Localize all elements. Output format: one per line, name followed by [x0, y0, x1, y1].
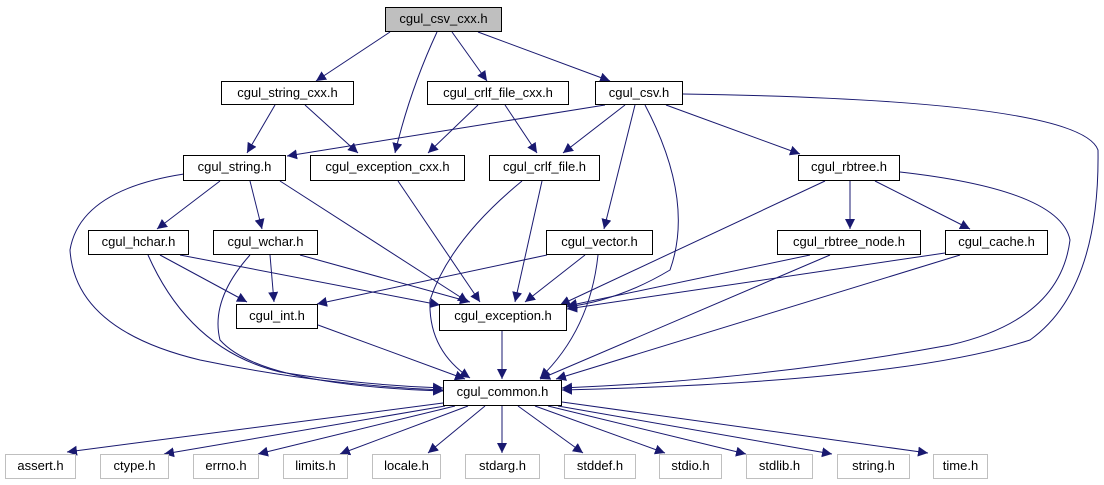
edge-common-stdio	[534, 405, 666, 455]
edge-root-exception-cxx	[392, 31, 438, 154]
edge-rbtree-node-common	[539, 254, 831, 380]
edge-crlf-file-cxx-crlf-file	[504, 104, 538, 154]
node-cgul-common[interactable]: cgul_common.h	[443, 380, 562, 406]
node-stdlib-h[interactable]: stdlib.h	[746, 454, 813, 479]
node-cgul-rbtree-node[interactable]: cgul_rbtree_node.h	[777, 230, 921, 255]
edge-csv-exception	[566, 104, 679, 311]
edge-hchar-int	[159, 254, 248, 303]
edge-hchar-exception	[179, 254, 441, 309]
edge-wchar-common	[217, 254, 444, 396]
edge-root-crlf-file-cxx	[451, 31, 488, 82]
edge-rbtree-node-exception	[566, 254, 811, 309]
edge-cache-exception	[566, 252, 946, 313]
edge-root-csv	[477, 31, 611, 83]
node-assert-h[interactable]: assert.h	[5, 454, 76, 479]
edge-crlf-file-exception	[512, 180, 543, 303]
node-cgul-rbtree[interactable]: cgul_rbtree.h	[798, 155, 900, 181]
node-cgul-crlf-file-cxx[interactable]: cgul_crlf_file_cxx.h	[427, 81, 569, 105]
node-stdio-h[interactable]: stdio.h	[659, 454, 722, 479]
node-cgul-string[interactable]: cgul_string.h	[183, 155, 286, 181]
node-cgul-crlf-file[interactable]: cgul_crlf_file.h	[489, 155, 600, 181]
edge-exception-cxx-exception	[397, 180, 481, 303]
node-cgul-csv[interactable]: cgul_csv.h	[595, 81, 683, 105]
edge-string-wchar	[249, 180, 265, 230]
edge-rbtree-exception	[559, 180, 826, 306]
node-cgul-csv-cxx[interactable]: cgul_csv_cxx.h	[385, 7, 502, 32]
node-locale-h[interactable]: locale.h	[372, 454, 441, 479]
edge-int-common	[317, 324, 466, 381]
edge-string-common	[69, 173, 444, 395]
edge-rbtree-cache	[874, 180, 971, 230]
edge-csv-common	[561, 93, 1099, 395]
edge-csv-string	[286, 104, 606, 160]
edge-string-exception	[279, 180, 469, 303]
edge-rbtree-common	[561, 171, 1071, 393]
edge-string-cxx-exception-cxx	[304, 104, 359, 154]
node-cgul-cache[interactable]: cgul_cache.h	[945, 230, 1048, 255]
node-cgul-hchar[interactable]: cgul_hchar.h	[88, 230, 189, 255]
edge-vector-exception	[524, 254, 586, 303]
edge-root-string-cxx	[315, 31, 391, 82]
edge-string-cxx-string	[246, 104, 276, 154]
node-string-h[interactable]: string.h	[837, 454, 910, 479]
node-cgul-exception[interactable]: cgul_exception.h	[439, 304, 567, 331]
edge-hchar-common	[147, 254, 444, 393]
node-stddef-h[interactable]: stddef.h	[564, 454, 636, 479]
node-limits-h[interactable]: limits.h	[283, 454, 348, 479]
node-cgul-wchar[interactable]: cgul_wchar.h	[213, 230, 318, 255]
edge-common-stdlib	[547, 405, 747, 457]
edge-cache-common	[555, 254, 961, 381]
edge-common-stddef	[517, 405, 584, 454]
node-cgul-vector[interactable]: cgul_vector.h	[546, 230, 653, 255]
edge-crlf-file-common	[429, 180, 523, 379]
node-stdarg-h[interactable]: stdarg.h	[465, 454, 540, 479]
edge-csv-crlf-file	[562, 104, 626, 154]
edge-wchar-int	[268, 254, 279, 303]
edge-vector-int	[316, 254, 548, 307]
edge-common-ctype	[163, 405, 446, 458]
edge-string-hchar	[156, 180, 221, 230]
node-time-h[interactable]: time.h	[933, 454, 988, 479]
edge-common-stringh	[557, 405, 833, 458]
node-cgul-int[interactable]: cgul_int.h	[236, 304, 318, 329]
edge-csv-rbtree	[665, 104, 801, 156]
node-errno-h[interactable]: errno.h	[193, 454, 259, 479]
edge-common-limits	[339, 405, 469, 456]
edge-common-assert	[66, 402, 444, 456]
node-cgul-exception-cxx[interactable]: cgul_exception_cxx.h	[310, 155, 465, 181]
node-ctype-h[interactable]: ctype.h	[100, 454, 169, 479]
edge-common-errno	[257, 405, 456, 457]
edge-csv-vector	[601, 104, 636, 230]
node-cgul-string-cxx[interactable]: cgul_string_cxx.h	[221, 81, 354, 105]
edge-common-time	[561, 401, 929, 457]
edge-common-locale	[427, 405, 486, 454]
edge-vector-common	[539, 254, 599, 379]
edge-wchar-exception	[299, 254, 471, 305]
